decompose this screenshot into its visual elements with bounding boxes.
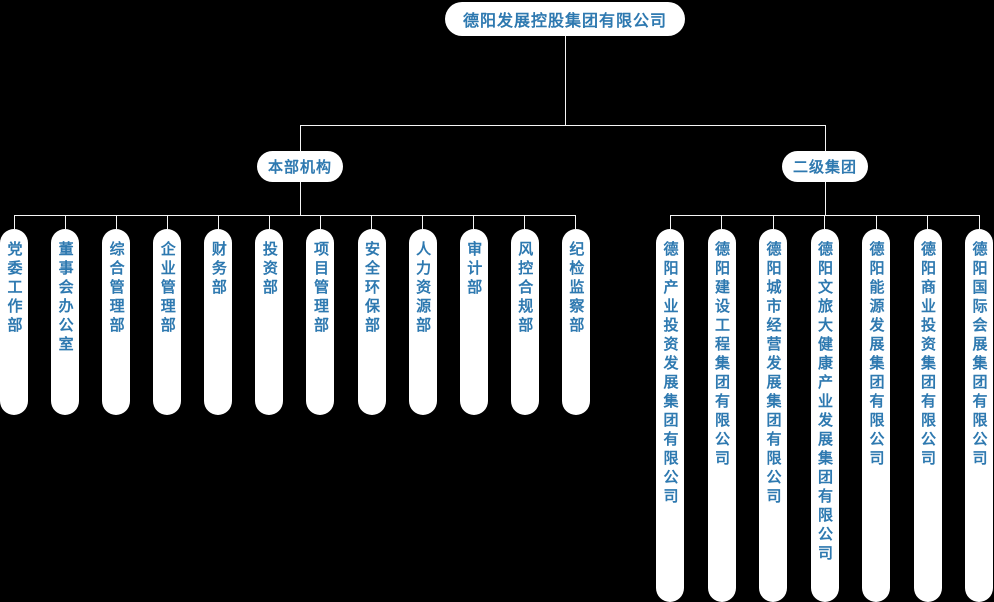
dept-node: 投资部 (255, 215, 284, 415)
branch-headquarters-node: 本部机构 (257, 151, 343, 182)
dept-node: 风控合规部 (510, 215, 539, 415)
connector-stub (13, 215, 15, 229)
connector-stub (824, 215, 825, 229)
dept-label: 党委工作部 (5, 241, 24, 336)
connector-stub (575, 215, 577, 229)
connector-root-stem (565, 36, 566, 125)
connector-stub (721, 215, 722, 229)
connector-stub (371, 215, 373, 229)
headquarters-departments-row: 党委工作部 董事会办公室 综合管理部 企业管理部 财务部 投资部 项目管理部 (0, 215, 590, 415)
connector-stub (422, 215, 424, 229)
subsidiary-label: 德阳产业投资发展集团有限公司 (661, 241, 680, 507)
connector-stub (115, 215, 117, 229)
subsidiary-node: 德阳商业投资集团有限公司 (913, 215, 942, 602)
connector-stub (473, 215, 475, 229)
subsidiary-node: 德阳建设工程集团有限公司 (707, 215, 736, 602)
subsidiary-label: 德阳文旅大健康产业发展集团有限公司 (816, 241, 834, 564)
connector-subsidiaries-stem-top (825, 125, 826, 151)
dept-node: 财务部 (204, 215, 233, 415)
branch-headquarters-label: 本部机构 (267, 158, 332, 176)
connector-headquarters-stem-bottom (300, 182, 301, 215)
dept-label: 审计部 (465, 241, 484, 298)
branch-subsidiaries-label: 二级集团 (792, 158, 857, 176)
connector-stub (524, 215, 526, 229)
dept-node: 董事会办公室 (51, 215, 80, 415)
subsidiary-label: 德阳商业投资集团有限公司 (919, 241, 937, 469)
dept-label: 项目管理部 (311, 241, 330, 336)
connector-subsidiaries-stem-bottom (825, 182, 826, 215)
branch-subsidiaries-node: 二级集团 (782, 151, 868, 182)
dept-label: 董事会办公室 (56, 241, 75, 355)
connector-stub (319, 215, 321, 229)
dept-label: 投资部 (260, 241, 279, 298)
subsidiary-label: 德阳国际会展集团有限公司 (970, 241, 989, 469)
connector-headquarters-horizontal (14, 215, 576, 216)
subsidiary-node: 德阳城市经营发展集团有限公司 (759, 215, 787, 602)
dept-label: 综合管理部 (107, 241, 126, 336)
connector-stub (64, 215, 66, 229)
dept-node: 纪检监察部 (561, 215, 590, 415)
subsidiary-node: 德阳文旅大健康产业发展集团有限公司 (810, 215, 839, 602)
connector-stub (166, 215, 168, 229)
dept-node: 审计部 (459, 215, 488, 415)
dept-label: 人力资源部 (414, 241, 433, 336)
dept-label: 安全环保部 (363, 241, 382, 336)
subsidiary-node: 德阳国际会展集团有限公司 (965, 215, 993, 602)
dept-node: 党委工作部 (0, 215, 28, 415)
dept-node: 安全环保部 (357, 215, 386, 415)
connector-headquarters-stem-top (300, 125, 301, 151)
dept-node: 项目管理部 (306, 215, 335, 415)
connector-stub (978, 215, 980, 229)
root-node: 德阳发展控股集团有限公司 (445, 2, 685, 36)
dept-node: 综合管理部 (102, 215, 131, 415)
dept-node: 人力资源部 (408, 215, 437, 415)
connector-stub (927, 215, 928, 229)
connector-top-horizontal (300, 125, 826, 126)
subsidiary-node: 德阳产业投资发展集团有限公司 (656, 215, 684, 602)
dept-label: 纪检监察部 (567, 241, 586, 336)
dept-label: 企业管理部 (158, 241, 177, 336)
dept-node: 企业管理部 (153, 215, 182, 415)
subsidiary-label: 德阳城市经营发展集团有限公司 (764, 241, 783, 507)
dept-label: 财务部 (209, 241, 228, 298)
connector-stub (875, 215, 877, 229)
subsidiary-node: 德阳能源发展集团有限公司 (862, 215, 890, 602)
dept-label: 风控合规部 (516, 241, 535, 336)
connector-stub (217, 215, 219, 229)
subsidiaries-row: 德阳产业投资发展集团有限公司 德阳建设工程集团有限公司 德阳城市经营发展集团有限… (656, 215, 993, 602)
connector-stub (268, 215, 270, 229)
root-label: 德阳发展控股集团有限公司 (462, 11, 667, 30)
subsidiary-label: 德阳能源发展集团有限公司 (867, 241, 886, 469)
subsidiary-label: 德阳建设工程集团有限公司 (713, 241, 731, 469)
connector-stub (669, 215, 671, 229)
connector-stub (772, 215, 774, 229)
